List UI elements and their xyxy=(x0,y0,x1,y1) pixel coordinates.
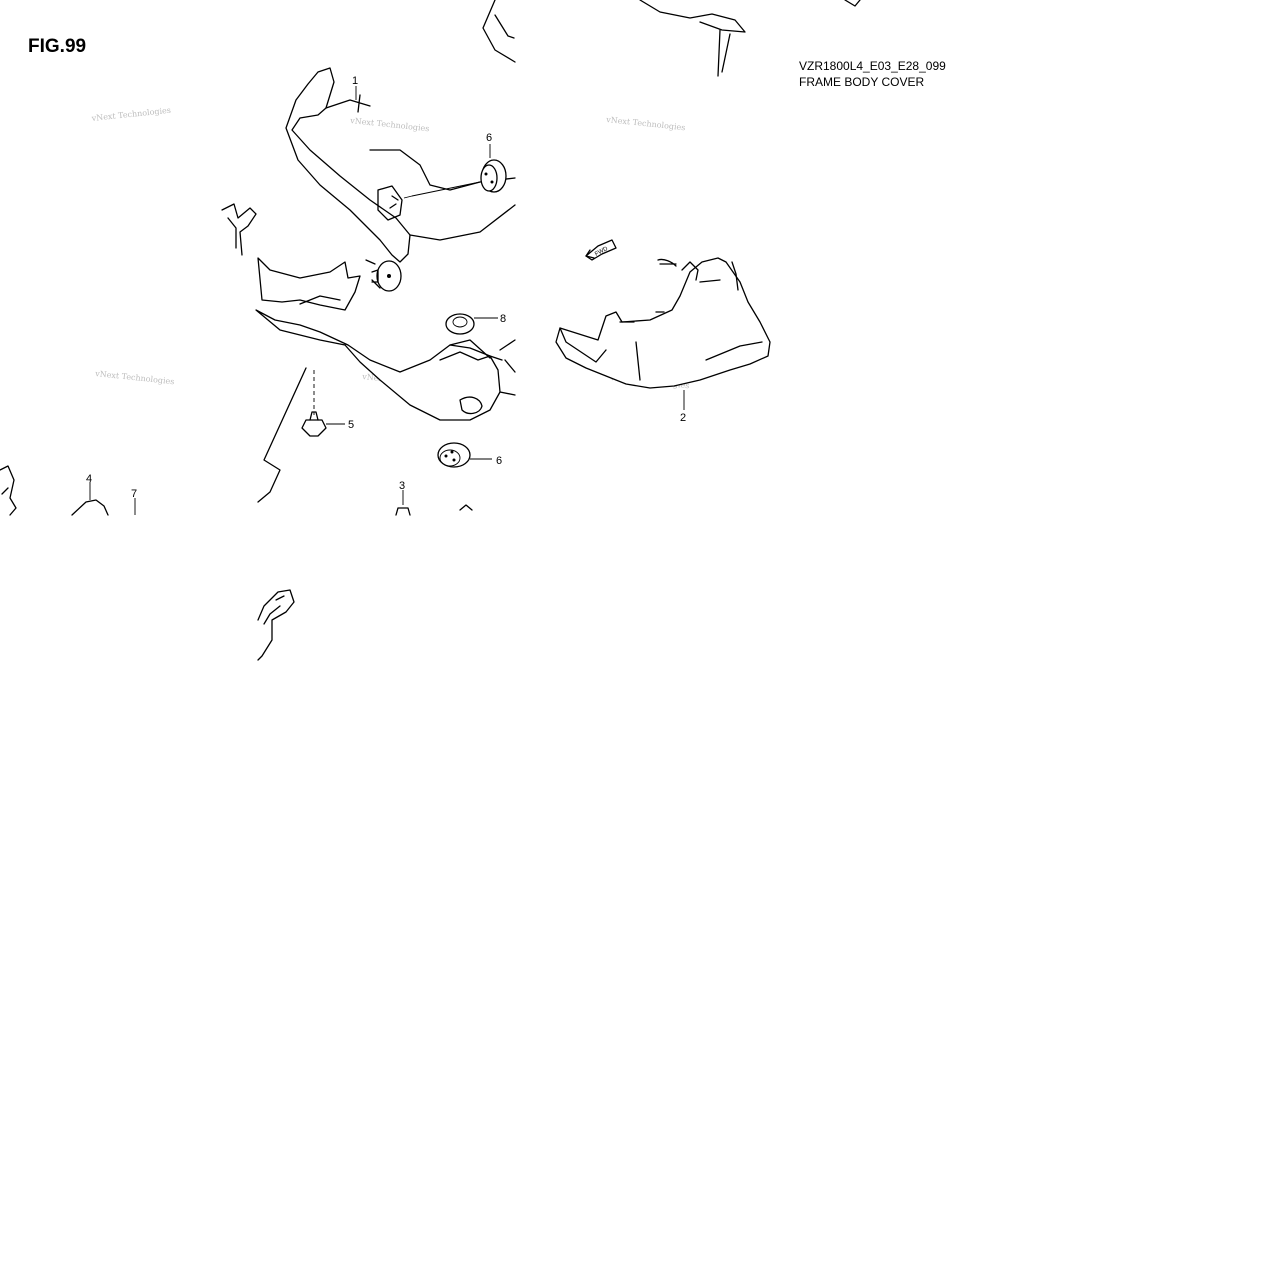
callouts: 1 2 3 4 5 6 6 7 8 xyxy=(86,75,686,500)
part-1-upper-cover xyxy=(285,67,516,263)
upper-bracket-fragment xyxy=(482,0,861,77)
figure-label: FIG.99 xyxy=(28,36,87,57)
watermark: vNext Technologies xyxy=(349,116,430,133)
callout-6-top: 6 xyxy=(486,132,492,144)
part-2-side-cover xyxy=(555,257,771,410)
part-6-grommet-bottom xyxy=(437,442,492,468)
part-8-grommet xyxy=(445,313,498,335)
left-bracket-fragment xyxy=(221,203,257,256)
fwd-arrow-marker: FWD xyxy=(585,239,617,261)
diagram-code: VZR1800L4_E03_E28_099 xyxy=(799,59,946,73)
callout-1: 1 xyxy=(352,75,358,87)
callout-7: 7 xyxy=(131,488,137,500)
callout-2: 2 xyxy=(680,412,686,424)
callout-8: 8 xyxy=(500,313,506,325)
callout-3: 3 xyxy=(399,480,405,492)
callout-6-bottom: 6 xyxy=(496,455,502,467)
part-3-bolt xyxy=(395,490,473,516)
lower-panel xyxy=(257,367,307,503)
watermark: vNext Technologies xyxy=(90,106,171,123)
lower-bracket-fragment xyxy=(257,589,295,661)
part-6-grommet-top xyxy=(480,144,507,193)
main-lower-cover xyxy=(255,257,516,421)
part-5-clip xyxy=(301,370,345,437)
part-4-7-fragments xyxy=(0,465,136,516)
callout-5: 5 xyxy=(348,419,354,431)
diagram-title: FRAME BODY COVER xyxy=(799,75,925,89)
callout-4: 4 xyxy=(86,473,92,485)
watermark: vNext Technologies xyxy=(605,115,686,132)
watermark: vNext Technologies xyxy=(94,369,175,386)
